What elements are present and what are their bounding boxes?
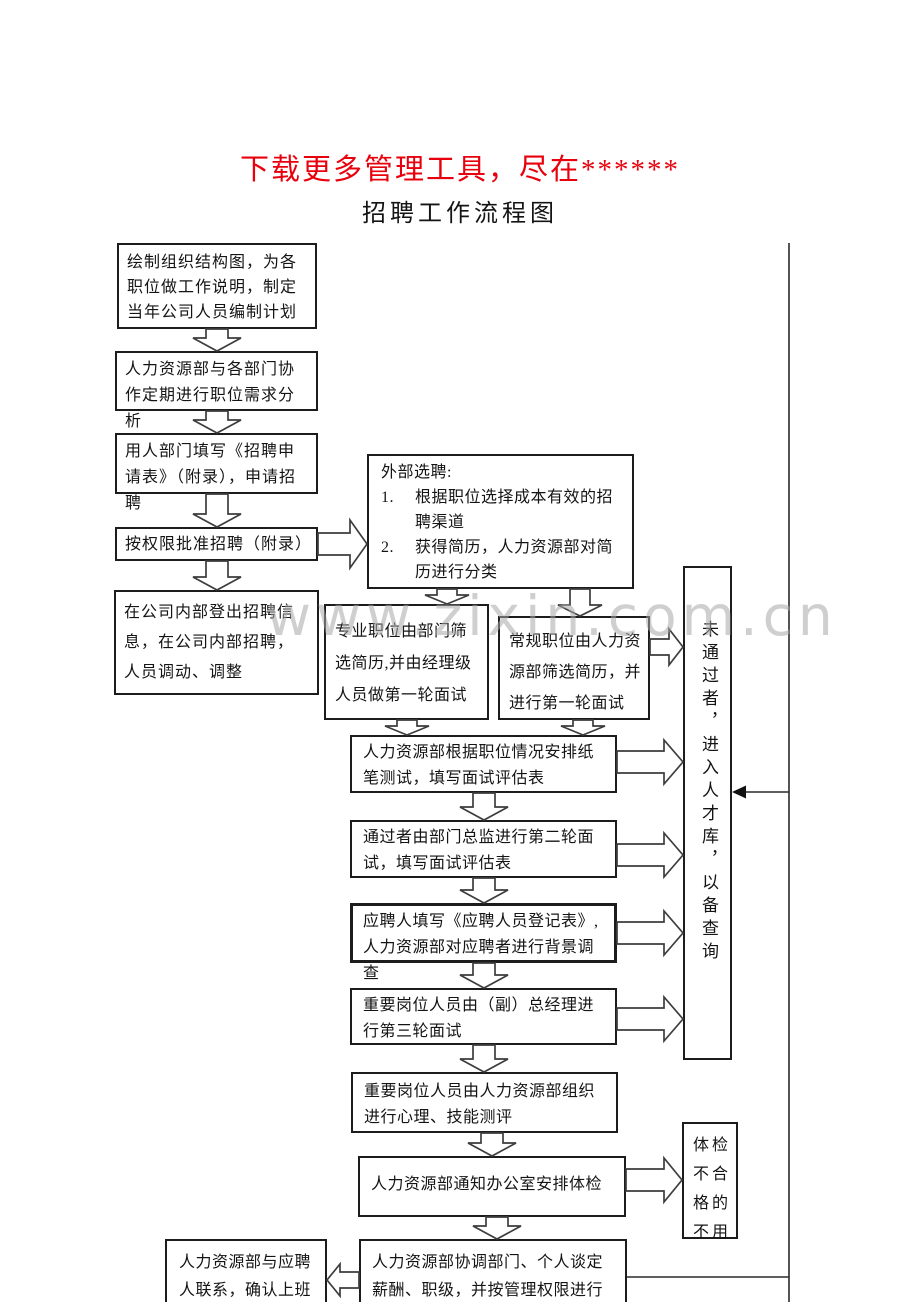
external-recruiting-title: 外部选聘: — [381, 464, 452, 481]
external-recruiting-item: 1. 根据职位选择成本有效的招聘渠道 — [381, 489, 614, 531]
edge-second-registration — [459, 877, 509, 904]
edge-assessment-physical — [467, 1132, 517, 1157]
node-skill-assessment: 重要岗位人员由人力资源部组织进行心理、技能测评 — [351, 1072, 618, 1133]
edge-third-talentpool — [616, 994, 685, 1044]
node-physical-unqualified: 体检不合格的不用 — [682, 1122, 738, 1241]
node-regular-position: 常规职位由人力资源部筛选简历，并进行第一轮面试 — [498, 616, 650, 720]
edge-approve-external — [317, 517, 369, 571]
node-physical-exam: 人力资源部通知办公室安排体检 — [358, 1156, 626, 1217]
edge-regular-writtentest — [560, 719, 606, 736]
edge-hire-notify — [325, 1261, 360, 1299]
edge-third-assessment — [459, 1044, 509, 1073]
node-professional-position: 专业职位由部门筛选简历,并由经理级人员做第一轮面试 — [324, 604, 489, 720]
edge-second-talentpool — [616, 830, 685, 880]
edge-writtentest-second — [459, 792, 509, 821]
node-demand: 人力资源部与各部门协作定期进行职位需求分析 — [115, 351, 318, 430]
download-banner: 下载更多管理工具，尽在****** — [239, 154, 680, 186]
page-title: 招聘工作流程图 — [362, 201, 558, 227]
node-talent-pool: 未通过者，进入人才库，以备查询 — [683, 566, 732, 1060]
edge-request-approve — [192, 493, 242, 528]
edge-registration-talentpool — [616, 908, 685, 958]
watermark-text: www.zixin.com.cn — [266, 584, 838, 648]
edge-writtentest-talentpool — [616, 737, 685, 787]
edge-physical-hire — [472, 1216, 522, 1240]
feedback-arrowhead-icon — [732, 785, 746, 799]
node-external-recruiting: 外部选聘: 1. 根据职位选择成本有效的招聘渠道 2. 获得简历，人力资源部对简… — [367, 454, 634, 589]
edge-demand-request — [192, 410, 242, 434]
node-written-test: 人力资源部根据职位情况安排纸笔测试，填写面试评估表 — [350, 735, 617, 793]
node-internal-recruiting: 在公司内部登出招聘信息，在公司内部招聘，人员调动、调整 — [114, 590, 319, 695]
node-notify-start-date: 人力资源部与应聘人联系，确认上班时间 — [165, 1239, 327, 1302]
node-hire: 人力资源部协调部门、个人谈定薪酬、职级，并按管理权限进行聘用 — [359, 1239, 627, 1302]
node-approve: 按权限批准招聘（附录） — [115, 527, 318, 561]
edge-professional-writtentest — [384, 719, 430, 736]
edge-approve-internal — [192, 560, 242, 591]
node-third-interview: 重要岗位人员由（副）总经理进行第三轮面试 — [350, 988, 617, 1045]
edge-physical-unqualified — [625, 1155, 684, 1205]
external-recruiting-item: 2. 获得简历，人力资源部对简历进行分类 — [381, 539, 614, 581]
node-plan: 绘制组织结构图，为各职位做工作说明，制定当年公司人员编制计划 — [117, 243, 317, 329]
node-second-interview: 通过者由部门总监进行第二轮面试，填写面试评估表 — [350, 820, 617, 878]
edge-plan-demand — [192, 328, 242, 352]
node-request: 用人部门填写《招聘申请表》（附录），申请招聘 — [115, 433, 318, 512]
edge-registration-third — [459, 962, 509, 989]
node-registration-form: 应聘人填写《应聘人员登记表》,人力资源部对应聘者进行背景调查 — [350, 903, 617, 982]
